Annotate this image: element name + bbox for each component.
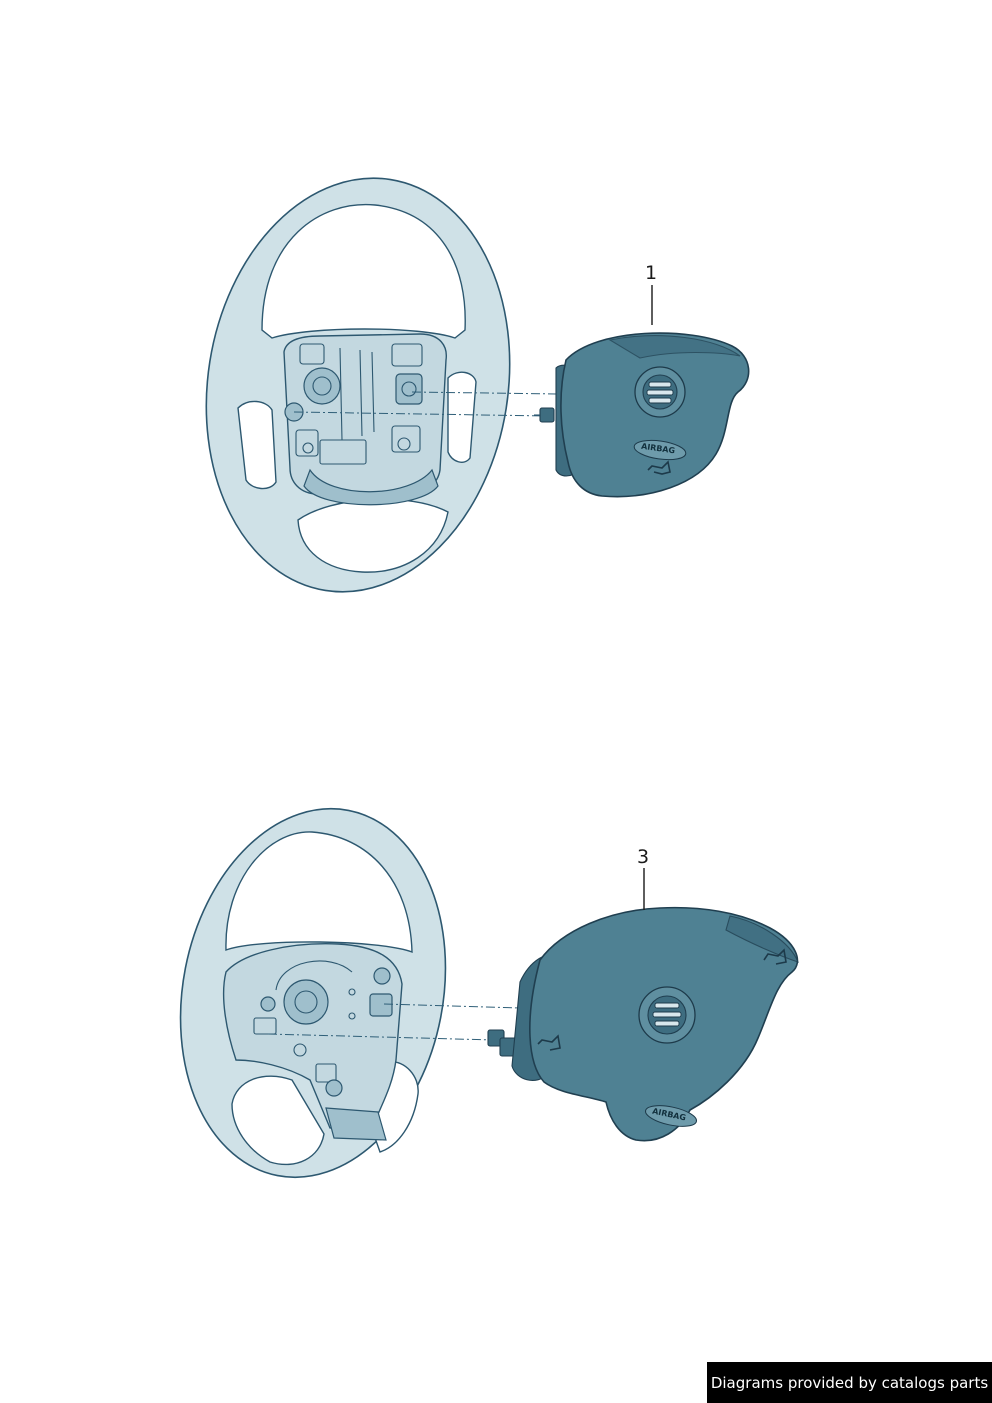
- callout-label-3: 3: [637, 846, 650, 868]
- airbag-module-bottom: [487, 906, 799, 1142]
- steering-wheel-3-spoke-bottom: [179, 807, 447, 1179]
- assembly-lines-top: [293, 391, 561, 417]
- footer-credit: Diagrams provided by catalogs parts: [707, 1362, 992, 1403]
- assembly-lines-bottom: [267, 1003, 521, 1041]
- airbag-module-top: [534, 332, 750, 498]
- steering-wheel-4-spoke-top: [205, 177, 511, 593]
- callout-label-1: 1: [645, 262, 658, 284]
